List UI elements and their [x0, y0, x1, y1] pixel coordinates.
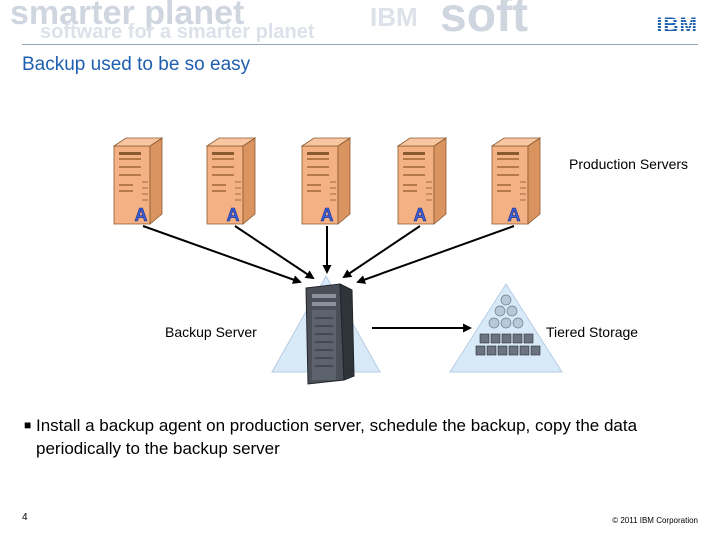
ibm-logo: IBM	[656, 14, 698, 37]
page-number: 4	[22, 512, 28, 523]
agent-badge-2: A	[227, 205, 240, 225]
bullet-point: ■ Install a backup agent on production s…	[24, 414, 684, 460]
tiered-storage-label: Tiered Storage	[546, 324, 639, 340]
watermark-software-tagline: software for a smarter planet	[40, 21, 315, 43]
arrow-server5-to-backup	[356, 225, 515, 284]
arrow-server4-to-backup	[342, 225, 421, 279]
agent-badge-5: A	[508, 205, 521, 225]
arrow-server1-to-backup	[142, 225, 302, 284]
page-title: Backup used to be so easy	[22, 54, 251, 75]
watermark-smarter-planet: smarter planet	[10, 0, 245, 32]
backup-server-label: Backup Server	[165, 324, 257, 340]
watermark-soft: soft	[440, 0, 528, 42]
tiered-storage	[449, 283, 563, 373]
agent-badge-4: A	[414, 205, 427, 225]
bullet-text: Install a backup agent on production ser…	[36, 416, 638, 458]
agent-badge-3: A	[321, 205, 334, 225]
copyright-notice: © 2011 IBM Corporation	[612, 516, 698, 525]
watermark-ibm: IBM	[370, 2, 418, 32]
backup-server	[271, 274, 381, 385]
header-banner: smarter planet software for a smarter pl…	[0, 0, 720, 44]
bullet-marker-icon: ■	[24, 418, 32, 432]
production-servers-label: Production Servers	[569, 156, 689, 172]
header-rule	[22, 44, 698, 45]
arrow-server2-to-backup	[234, 225, 315, 280]
agent-badge-1: A	[135, 205, 148, 225]
